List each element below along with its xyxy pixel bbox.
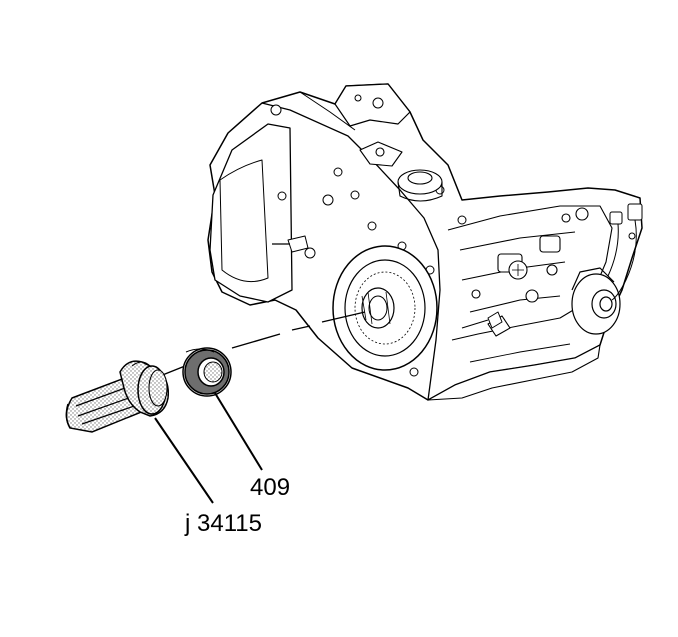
axle-bore (332, 245, 438, 371)
install-centerline (159, 311, 366, 377)
upper-mount-bracket (334, 83, 411, 127)
transmission-assembly (207, 83, 643, 401)
output-housing (571, 267, 621, 335)
top-cover (359, 141, 443, 202)
seal-installer-tool (65, 360, 170, 433)
side-cover (209, 123, 293, 303)
callout-tool-j-34115: j 34115 (185, 510, 262, 537)
callout-409: 409 (250, 474, 291, 501)
leader-line-409 (214, 392, 263, 471)
axle-seal (182, 347, 232, 397)
oil-pan (427, 344, 601, 401)
sensor-connectors (607, 203, 643, 301)
leader-line-tool (154, 417, 214, 504)
